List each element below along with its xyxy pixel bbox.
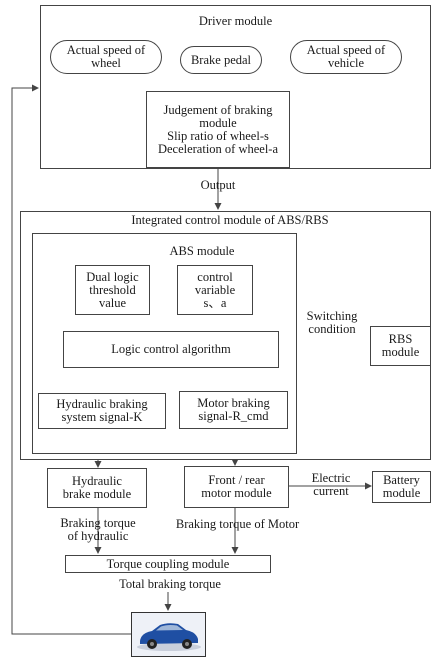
hydraulic-signal-box: Hydraulic braking system signal-K — [38, 393, 166, 429]
battery-module-text: Battery module — [382, 473, 421, 500]
switching-condition-label: Switching condition — [306, 309, 358, 336]
electric-current-label: Electric current — [311, 471, 351, 498]
vehicle-image — [131, 612, 206, 657]
motor-module: Front / rear motor module — [184, 466, 289, 508]
driver-module-title: Driver module — [198, 14, 273, 28]
torque-coupling-box: Torque coupling module — [65, 555, 271, 573]
threshold-text: Dual logic threshold value — [86, 269, 139, 310]
judgement-box: Judgement of braking module Slip ratio o… — [146, 91, 290, 168]
threshold-box: Dual logic threshold value — [75, 265, 150, 315]
input-brake-pedal-label: Brake pedal — [190, 52, 252, 67]
arrow-feedback-loop — [11, 84, 131, 635]
motor-signal-box: Motor braking signal-R_cmd — [179, 391, 288, 429]
input-brake-pedal: Brake pedal — [180, 46, 262, 74]
abs-module-title: ABS module — [169, 244, 235, 258]
motor-module-text: Front / rear motor module — [201, 473, 272, 500]
hydraulic-brake-module: Hydraulic brake module — [47, 468, 147, 508]
hydraulic-torque-label: Braking torque of hydraulic — [60, 516, 136, 543]
hydraulic-signal-text: Hydraulic braking system signal-K — [56, 397, 148, 424]
total-torque-label: Total braking torque — [119, 577, 221, 591]
rbs-module-box: RBS module — [370, 326, 431, 366]
hydraulic-brake-text: Hydraulic brake module — [62, 474, 132, 501]
output-label: Output — [200, 178, 236, 192]
input-vehicle-speed-label: Actual speed of vehicle — [306, 43, 386, 70]
battery-module-box: Battery module — [372, 471, 431, 503]
torque-coupling-text: Torque coupling module — [106, 556, 230, 571]
input-wheel-speed: Actual speed of wheel — [50, 40, 162, 74]
input-wheel-speed-label: Actual speed of wheel — [66, 43, 146, 70]
input-vehicle-speed: Actual speed of vehicle — [290, 40, 402, 74]
motor-torque-label: Braking torque of Motor — [175, 517, 300, 531]
judgement-text: Judgement of braking module Slip ratio o… — [157, 102, 279, 156]
control-variable-text: control variable s、a — [194, 269, 236, 310]
integrated-module-title: Integrated control module of ABS/RBS — [131, 213, 329, 227]
motor-signal-text: Motor braking signal-R_cmd — [197, 396, 270, 423]
car-icon — [137, 623, 201, 651]
control-variable-box: control variable s、a — [177, 265, 253, 315]
rbs-module-text: RBS module — [381, 332, 420, 359]
logic-control-box: Logic control algorithm — [63, 331, 279, 368]
logic-control-text: Logic control algorithm — [111, 342, 231, 356]
